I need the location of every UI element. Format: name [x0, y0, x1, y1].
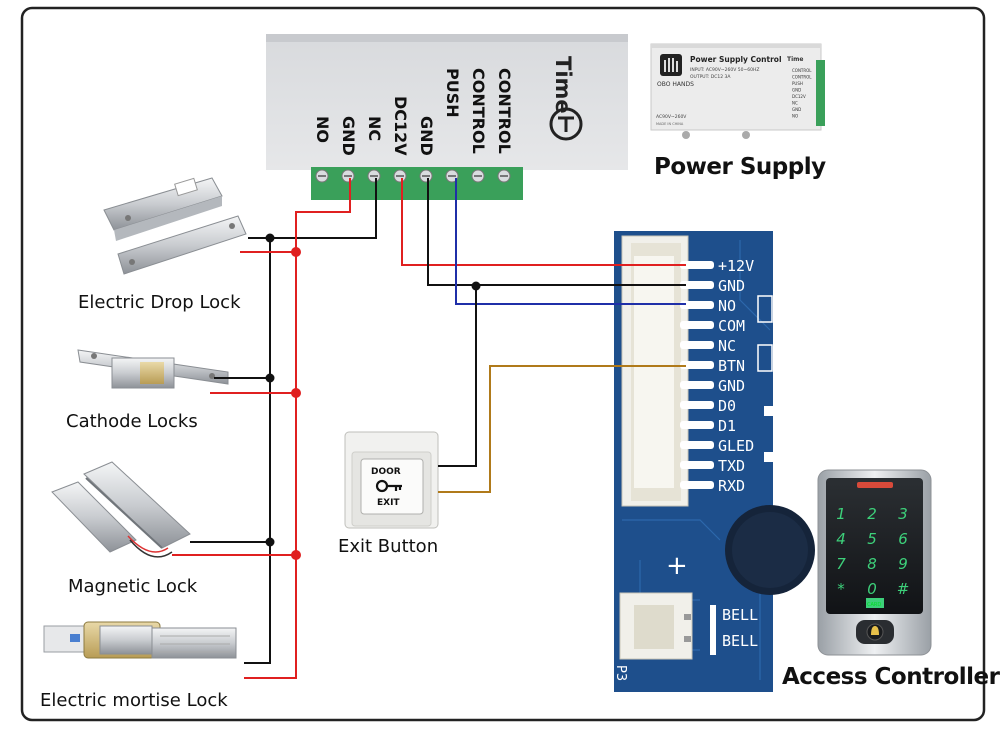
power-supply-photo: OBO HANDS Power Supply Control INPUT: AC… — [650, 43, 825, 139]
photo-logo-icon — [660, 54, 682, 76]
keypad-key: 4 — [836, 530, 846, 548]
photo-side-label: NO — [792, 114, 798, 119]
connector-pin — [680, 261, 714, 269]
photo-side-label: GND — [792, 88, 801, 93]
terminal-label: PUSH — [443, 68, 462, 118]
keypad-key: * — [837, 580, 845, 598]
terminal-label: CONTROL — [469, 68, 488, 154]
keypad-key: 0 — [867, 580, 877, 598]
access-controller-title: Access Controller — [782, 664, 1000, 690]
power-supply-unit: Time NO GND NC DC12V GND PUSH CONTROL CONTROL — [266, 34, 628, 200]
time-logo-icon — [549, 107, 583, 141]
card-label: CARD — [867, 602, 881, 608]
connector-pin — [680, 301, 714, 309]
keypad-key: 7 — [836, 555, 846, 573]
bell-pin-2: BELL — [722, 632, 758, 650]
pin-label: RXD — [718, 477, 745, 495]
keypad-key: 2 — [867, 505, 877, 523]
pcb-plus-mark: + — [666, 551, 688, 581]
pin-label: NO — [718, 297, 736, 315]
wire-junctions — [265, 233, 481, 560]
keypad-key: 8 — [867, 555, 877, 573]
card-area — [866, 598, 884, 608]
keypad-key: 1 — [836, 505, 846, 523]
keypad-key: 5 — [867, 530, 877, 548]
keypad-key: 3 — [898, 505, 908, 523]
electric-mortise-lock-image — [43, 621, 237, 659]
pin-label: D0 — [718, 397, 736, 415]
photo-logo-text: OBO HANDS — [657, 81, 694, 88]
connector-pin — [680, 381, 714, 389]
access-keypad: 1 2 3 4 5 6 7 8 9 * 0 # CARD — [817, 469, 932, 656]
photo-voltage-tag: AC90V~260V — [656, 114, 687, 120]
lock-label-drop: Electric Drop Lock — [78, 292, 241, 313]
connector-pin — [680, 361, 714, 369]
pin-label: NC — [718, 337, 736, 355]
connector-pin — [680, 401, 714, 409]
photo-made-in: MADE IN CHINA — [656, 122, 684, 126]
terminal-label: GND — [417, 116, 436, 156]
lock-label-magnetic: Magnetic Lock — [68, 576, 198, 597]
pin-label: D1 — [718, 417, 736, 435]
power-supply-brand: Time — [551, 56, 575, 114]
pcb-p3-mark: P3 — [613, 665, 628, 681]
exit-button-title: Exit Button — [338, 536, 439, 557]
exit-button: DOOR EXIT — [344, 431, 439, 529]
connector-pin — [680, 321, 714, 329]
photo-output-line: OUTPUT: DC12 3A — [690, 74, 731, 80]
exit-button-line2: EXIT — [377, 498, 400, 508]
terminal-label: NC — [365, 116, 384, 141]
photo-product-title: Power Supply Control — [690, 55, 782, 64]
pin-label: +12V — [718, 257, 754, 275]
terminal-label: CONTROL — [495, 68, 514, 154]
photo-side-label: DC12V — [792, 94, 806, 99]
terminal-label: GND — [339, 116, 358, 156]
connector-pin — [680, 461, 714, 469]
pin-label: BTN — [718, 357, 745, 375]
photo-side-label: GND — [792, 107, 801, 112]
keypad-key: 9 — [898, 555, 908, 573]
pin-label: GND — [718, 377, 745, 395]
connector-pin — [680, 421, 714, 429]
photo-side-label: CONTROL — [792, 68, 812, 73]
magnetic-lock-image — [51, 461, 191, 558]
electric-drop-lock-image — [103, 177, 247, 275]
pin-label: TXD — [718, 457, 745, 475]
bell-pin-1: BELL — [722, 606, 758, 624]
connector-pin — [680, 341, 714, 349]
power-supply-title: Power Supply — [654, 154, 826, 180]
keypad-key: 6 — [898, 530, 908, 548]
photo-side-label: PUSH — [792, 81, 803, 86]
pin-label: COM — [718, 317, 745, 335]
photo-input-line: INPUT: AC90V~260V 50~60HZ — [690, 67, 759, 73]
connector-pin — [680, 441, 714, 449]
bell-icon — [866, 623, 884, 641]
photo-brand: Time — [787, 56, 803, 63]
keypad-key: # — [897, 580, 910, 598]
photo-side-label: NC — [792, 101, 798, 106]
connector-pin — [680, 281, 714, 289]
pin-label: GND — [718, 277, 745, 295]
connector-pin — [680, 481, 714, 489]
lock-label-cathode: Cathode Locks — [66, 411, 198, 432]
photo-side-label: CONTROL — [792, 75, 812, 80]
key-icon — [375, 479, 402, 493]
exit-button-line1: DOOR — [371, 467, 401, 477]
terminal-label: NO — [313, 116, 332, 143]
terminal-block — [311, 167, 523, 200]
lock-label-mortise: Electric mortise Lock — [40, 690, 228, 711]
cathode-lock-image — [77, 349, 229, 389]
pin-label: GLED — [718, 437, 754, 455]
terminal-label: DC12V — [391, 96, 410, 156]
